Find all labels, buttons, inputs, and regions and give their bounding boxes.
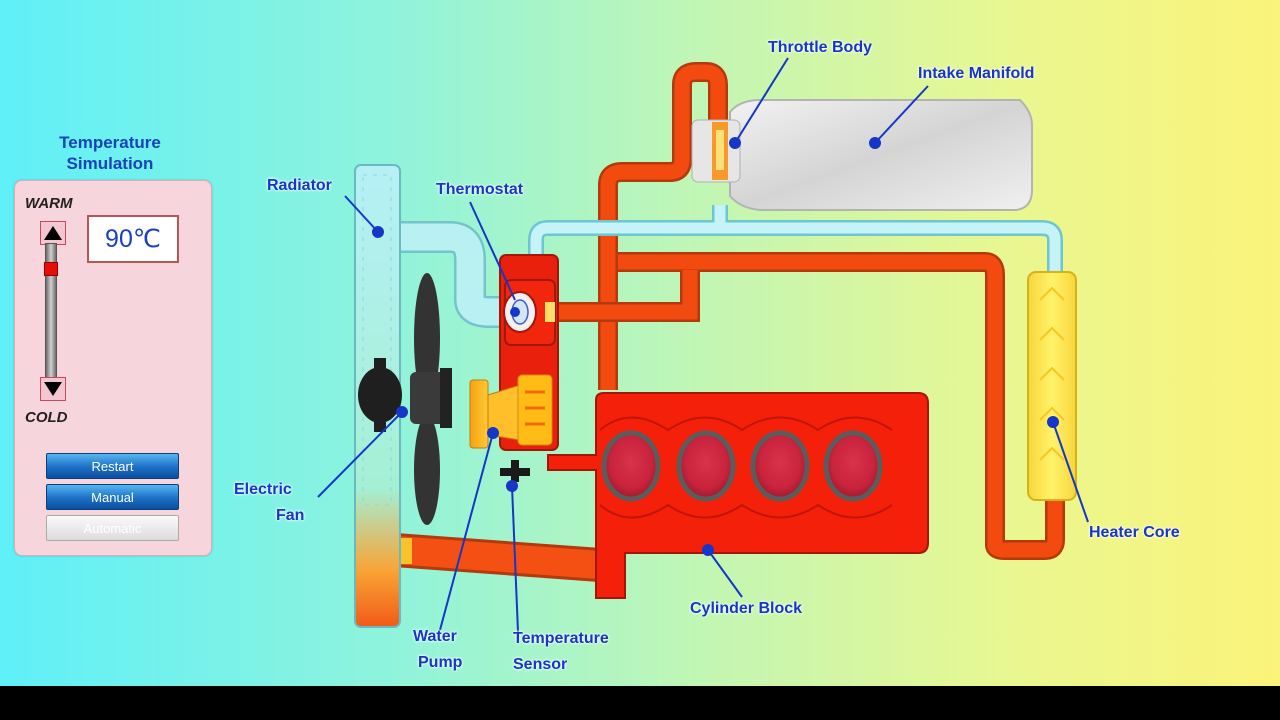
- temperature-readout: 90℃: [87, 215, 179, 263]
- bypass-hose: [555, 270, 700, 322]
- panel-title: Temperature Simulation: [59, 133, 161, 173]
- water-pump-label-line1: Water: [413, 628, 457, 645]
- warm-label: WARM: [25, 195, 73, 212]
- water-pump-label-line2: Pump: [418, 654, 463, 671]
- heater-core-label: Heater Core: [1089, 524, 1180, 541]
- lower-radiator-hose: [392, 533, 602, 582]
- arrow-up-icon: [44, 226, 62, 240]
- temperature-sensor: [500, 460, 530, 482]
- electric-fan: [358, 273, 452, 525]
- restart-button[interactable]: Restart: [46, 453, 179, 479]
- intake-manifold: [691, 99, 1033, 211]
- increase-temperature-button[interactable]: [40, 221, 66, 245]
- manual-button[interactable]: Manual: [46, 484, 179, 510]
- electric-fan-label-line1: Electric: [234, 481, 292, 498]
- throttle-hot-hose: [598, 62, 728, 390]
- leader-lines: [317, 57, 1089, 633]
- temperature-slider-thumb[interactable]: [44, 261, 58, 276]
- temperature-control-panel: WARM COLD 90℃ Restart Manual Automatic: [14, 180, 212, 556]
- upper-radiator-hose: [395, 221, 510, 328]
- intake-manifold-label: Intake Manifold: [918, 65, 1035, 82]
- cylinder-block-label: Cylinder Block: [690, 600, 803, 617]
- cold-return-hose: [528, 205, 1063, 275]
- automatic-button[interactable]: Automatic: [46, 515, 179, 541]
- cooling-system-diagram: [317, 57, 1089, 633]
- arrow-down-icon: [44, 382, 62, 396]
- temperature-sensor-label-line1: Temperature: [513, 630, 609, 647]
- cylinder-block-shape: [547, 392, 929, 599]
- radiator-label: Radiator: [267, 177, 332, 194]
- decrease-temperature-button[interactable]: [40, 377, 66, 401]
- heater-hot-hose: [600, 252, 1065, 560]
- throttle-body-label: Throttle Body: [768, 39, 872, 56]
- video-bottom-bar: [0, 686, 1280, 720]
- thermostat-label: Thermostat: [436, 181, 524, 198]
- water-pump: [469, 374, 553, 449]
- cold-label: COLD: [25, 409, 68, 426]
- electric-fan-label-line2: Fan: [276, 507, 305, 524]
- heater-core: [1027, 271, 1077, 501]
- temperature-sensor-label-line2: Sensor: [513, 656, 568, 673]
